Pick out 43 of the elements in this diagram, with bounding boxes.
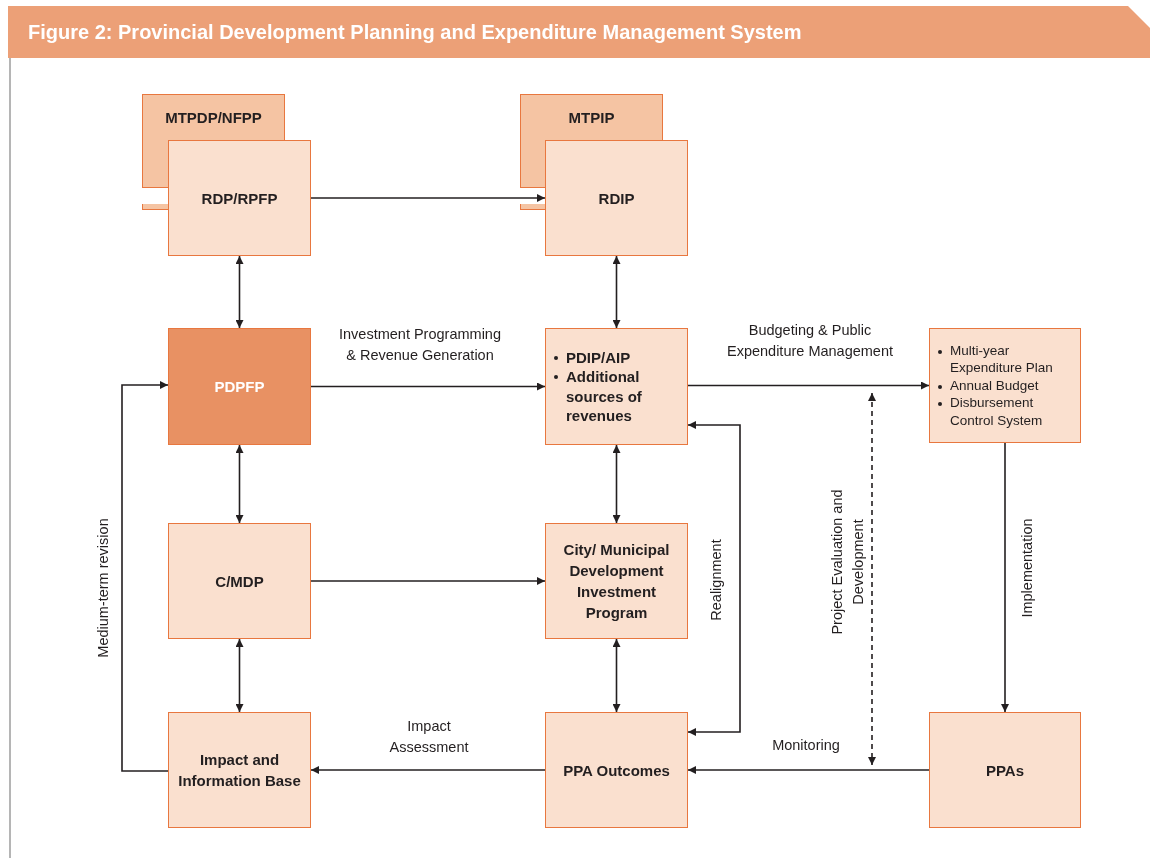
box-label: C/MDP (215, 571, 264, 592)
arrow (612, 444, 621, 524)
arrow (310, 766, 546, 774)
arrow (310, 194, 546, 202)
arrow (235, 638, 244, 713)
arrow (612, 255, 621, 329)
box-label: PDPFP (214, 377, 265, 397)
arrow (235, 255, 244, 329)
arrow (687, 381, 930, 390)
bullet-item: Additional sources of revenues (566, 367, 643, 426)
process-box (545, 140, 688, 256)
bullet-item: Multi-year Expenditure Plan (950, 341, 1054, 377)
bullet-item: Annual Budget (950, 376, 1039, 395)
arrow (310, 577, 546, 585)
bullet-item: PDIP/AIP (566, 347, 631, 367)
stacked-box (520, 94, 663, 140)
process-box (168, 328, 311, 445)
box-label: City/ Municipal Development Investment Program (562, 540, 671, 623)
process-box (929, 712, 1081, 828)
box-label: MTPIP (568, 108, 615, 128)
process-box (545, 523, 688, 639)
process-box (929, 328, 1081, 443)
process-box (168, 140, 311, 256)
arrow (612, 638, 621, 713)
box-label: MTPDP/NFPP (165, 108, 262, 128)
box-label: PPAs (985, 760, 1025, 781)
arrow (310, 382, 546, 391)
arrow (121, 381, 169, 772)
box-label: RDP/RPFP (201, 188, 278, 209)
arrow (687, 421, 741, 736)
bullet-item: Disbursement Control System (950, 394, 1044, 430)
process-box (168, 523, 311, 639)
process-box (545, 712, 688, 828)
arrow (235, 444, 244, 524)
figure-title: Figure 2: Provincial Development Planning and Expenditure Management System (28, 20, 802, 45)
box-label: RDIP (598, 188, 635, 209)
process-box (545, 328, 688, 445)
box-label: PPA Outcomes (563, 760, 670, 781)
process-box (168, 712, 311, 828)
box-label: Impact and Information Base (177, 750, 302, 791)
stacked-box (142, 94, 285, 140)
arrow (1001, 442, 1009, 713)
arrow (687, 766, 930, 774)
